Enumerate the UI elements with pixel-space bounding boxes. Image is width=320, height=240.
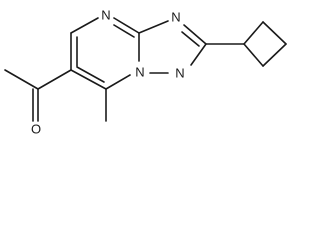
bond-pyr-n8-c7 — [105, 74, 131, 90]
bond-cb-2 — [262, 21, 287, 45]
bond-tri-c3a-n1 — [138, 20, 169, 34]
bond-carbonyl-ring — [37, 69, 72, 90]
atom-n-triazole-right: N — [171, 9, 180, 24]
atom-n-top: N — [101, 7, 110, 22]
bond-pyr-n4-c3a-inner — [113, 24, 135, 38]
bond-pyr-n4-c3a — [113, 17, 140, 34]
atom-n-bridge: N — [135, 64, 144, 79]
bond-cb-1 — [243, 21, 264, 45]
bond-pyr-c7-c6 — [70, 69, 107, 90]
bond-tri-c2-n3 — [190, 43, 207, 66]
bond-tri-n1-c2-inner — [181, 31, 200, 47]
bond-methyl-carbonyl — [4, 69, 39, 90]
bond-cb-4 — [243, 43, 264, 67]
bond-tri-n1-c2 — [183, 24, 207, 45]
bond-pyr-c5-n4 — [70, 17, 99, 34]
bond-pyr-c7-c6-inner — [76, 66, 105, 83]
atom-o-carbonyl: O — [31, 121, 41, 136]
structure-diagram: N N N N O — [4, 7, 287, 136]
bond-cb-3 — [262, 43, 287, 67]
atom-n-triazole-bottom: N — [175, 65, 184, 80]
